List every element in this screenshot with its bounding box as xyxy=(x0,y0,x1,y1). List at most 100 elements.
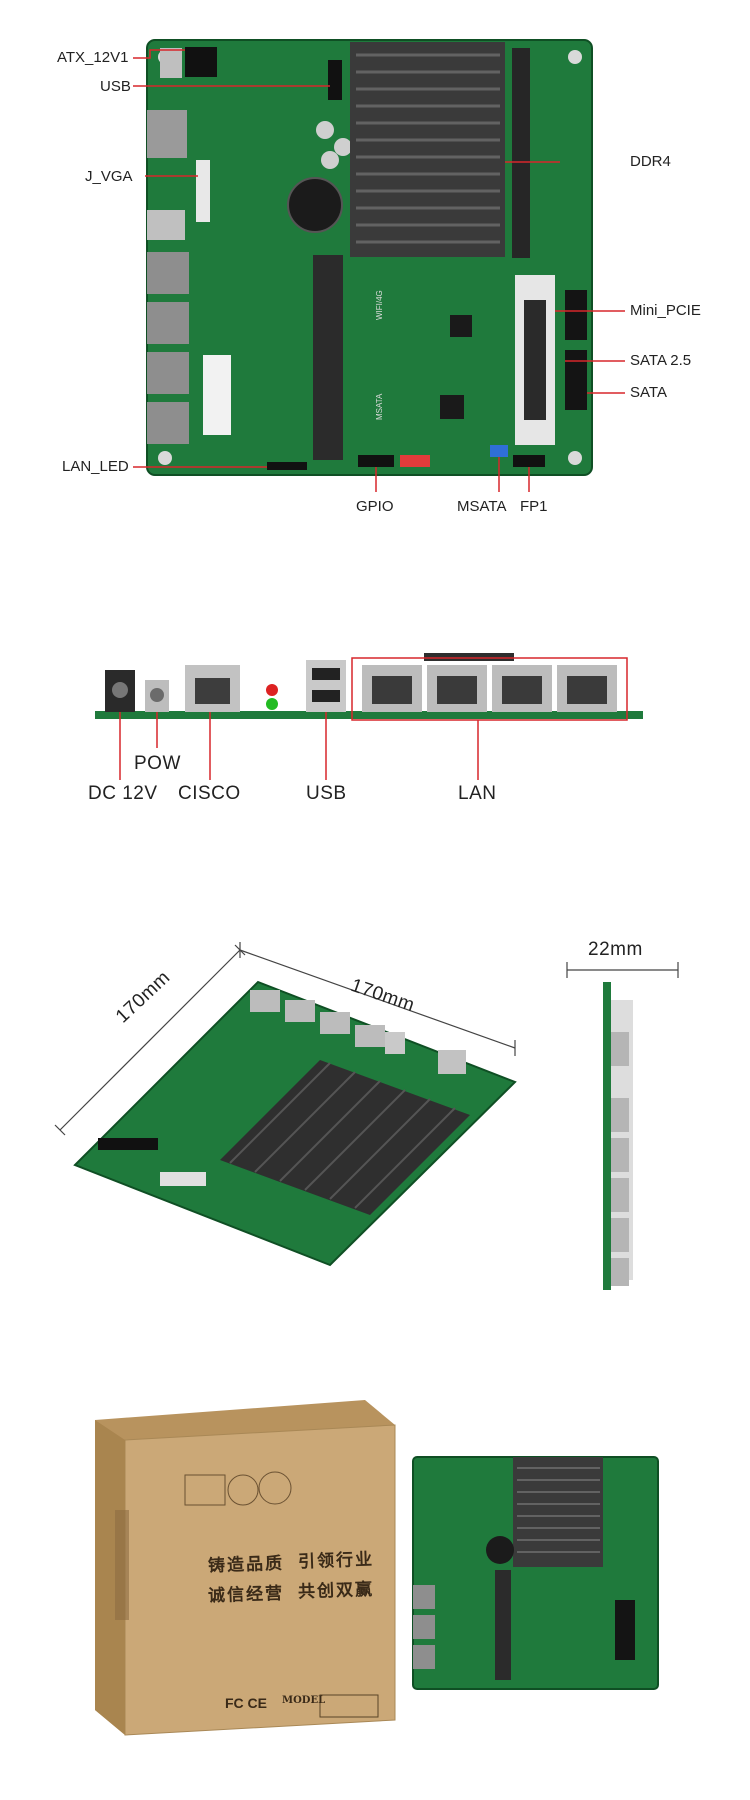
lan-port-2 xyxy=(147,302,189,344)
cmos-battery xyxy=(287,177,343,233)
packaging-section: 铸造品质 引领行业 诚信经营 共创双赢 MODEL FC CE xyxy=(0,1390,750,1750)
capacitor xyxy=(334,138,352,156)
pcb-edge xyxy=(95,711,643,719)
atx-connector xyxy=(185,47,217,77)
side-port xyxy=(611,1178,629,1212)
capacitor xyxy=(321,151,339,169)
iso-slot xyxy=(160,1172,206,1186)
box-side-text xyxy=(115,1510,129,1620)
box-board-sata xyxy=(615,1600,635,1660)
rear-io-drawing xyxy=(95,653,643,780)
cpu-heatsink xyxy=(350,42,505,257)
capacitor xyxy=(316,121,334,139)
height-dimension-label: 22mm xyxy=(588,939,643,960)
dimensions-drawing xyxy=(54,942,679,1290)
mount-hole xyxy=(158,451,172,465)
chip-strip xyxy=(313,255,343,460)
red-header xyxy=(400,455,430,467)
mount-hole xyxy=(568,451,582,465)
dimension-lines xyxy=(54,942,679,1136)
box-logo-3 xyxy=(258,1471,292,1505)
atx-cable-block xyxy=(160,48,182,78)
msata-jumper xyxy=(490,445,508,457)
rear-usb-label: USB xyxy=(306,783,347,804)
msata-label: MSATA xyxy=(457,498,507,515)
packaging-drawing xyxy=(95,1400,659,1736)
sata-25-connector xyxy=(565,290,587,340)
side-port xyxy=(611,1218,629,1252)
box-board-lan xyxy=(413,1645,435,1669)
iso-lan-4 xyxy=(355,1025,385,1047)
iso-lan-2 xyxy=(285,1000,315,1022)
fp1-header xyxy=(513,455,545,467)
rear-callout-lines xyxy=(119,657,628,780)
fp1-label: FP1 xyxy=(520,498,548,515)
jvga-header xyxy=(196,160,210,222)
usb-slot-1 xyxy=(312,668,340,680)
led-red xyxy=(266,684,278,696)
heatsink-fins xyxy=(356,53,500,244)
serial-sticker xyxy=(203,355,231,435)
pow-label: POW xyxy=(134,753,181,774)
box-board-battery xyxy=(486,1536,514,1564)
usb-port xyxy=(147,210,185,240)
usb-label: USB xyxy=(100,78,131,95)
chip xyxy=(440,395,464,419)
ddr4-slot xyxy=(512,48,530,258)
iso-lan-1 xyxy=(250,990,280,1012)
side-pcb xyxy=(603,982,611,1290)
lan-port-1 xyxy=(147,252,189,294)
box-board-heatsink xyxy=(513,1457,603,1567)
sata-25-label: SATA 2.5 xyxy=(630,352,692,369)
box-logo-2 xyxy=(227,1474,259,1506)
model-label: MODEL xyxy=(282,1695,326,1706)
dimensions-section: 170mm 170mm 22mm xyxy=(0,920,750,1300)
sata-label: SATA xyxy=(630,384,667,401)
sata-connector xyxy=(565,350,587,410)
jvga-label: J_VGA xyxy=(85,168,133,185)
iso-header xyxy=(98,1138,158,1150)
usb-header xyxy=(328,60,342,100)
mini-pcie-inner xyxy=(524,300,546,420)
iso-heatsink xyxy=(220,1060,470,1215)
dc-jack-hole xyxy=(112,682,128,698)
chip xyxy=(450,315,472,337)
side-port xyxy=(611,1138,629,1172)
power-button-cap xyxy=(150,688,164,702)
gpio-label: GPIO xyxy=(356,498,394,515)
usb-stack xyxy=(306,660,346,712)
board-print-wifi: WIFI/4G xyxy=(375,290,384,320)
box-slogan-2: 引领行业 xyxy=(297,1549,375,1573)
heatsink-edge xyxy=(424,653,514,661)
gpio-header xyxy=(358,455,394,467)
led-green xyxy=(266,698,278,710)
side-port xyxy=(611,1098,629,1132)
box-slogan-3: 诚信经营 xyxy=(207,1583,285,1607)
cert-marks: FC CE xyxy=(225,1695,267,1711)
box-board-lan xyxy=(413,1585,435,1609)
lan-label: LAN xyxy=(458,783,497,804)
lan-led-label: LAN_LED xyxy=(62,458,129,475)
rear-io-section: POW DC 12V CISCO USB LAN xyxy=(0,620,750,840)
side-port xyxy=(611,1032,629,1066)
callout-lines xyxy=(133,49,625,492)
dc-12v-label: DC 12V xyxy=(88,783,158,804)
usb-slot-2 xyxy=(312,690,340,702)
box-slogan-4: 共创双赢 xyxy=(297,1579,375,1603)
lan-port-4 xyxy=(147,402,189,444)
lanled-header xyxy=(267,462,307,470)
mount-hole xyxy=(568,50,582,64)
iso-lan-3 xyxy=(320,1012,350,1034)
vga-port xyxy=(147,110,187,158)
box-edge xyxy=(95,1420,125,1735)
lan-port-4-inner xyxy=(567,676,607,704)
model-field-box xyxy=(319,1694,379,1718)
iso-cisco xyxy=(438,1050,466,1074)
iso-usb xyxy=(385,1032,405,1054)
atx-12v1-label: ATX_12V1 xyxy=(57,49,129,66)
box-board-lan xyxy=(413,1615,435,1639)
top-view-section: ATX_12V1 USB J_VGA LAN_LED DDR4 Mini_PCI… xyxy=(0,0,750,560)
box-logo-1 xyxy=(184,1474,226,1506)
side-port xyxy=(611,1258,629,1286)
lan-port-3 xyxy=(147,352,189,394)
